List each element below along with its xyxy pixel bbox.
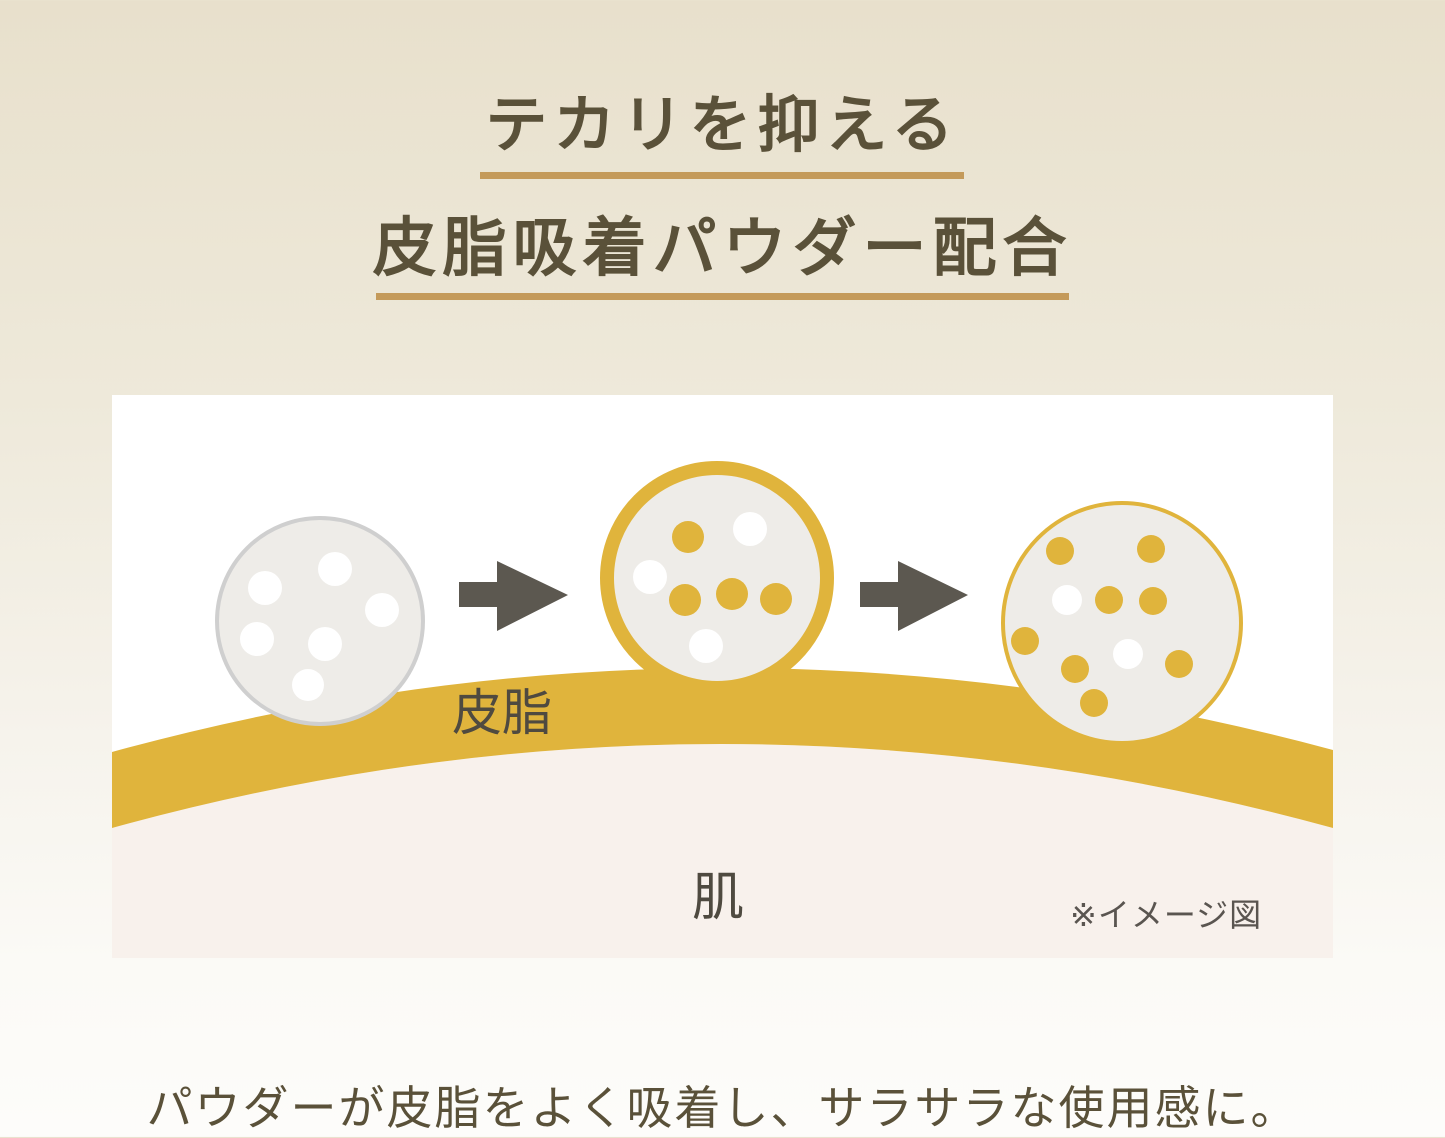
diagram-illustration [112, 461, 1333, 958]
headline-line-1: テカリを抑える [485, 88, 960, 161]
sebum-layer [112, 667, 1333, 828]
image-note: ※イメージ図 [1070, 896, 1263, 934]
headline-underline-2 [376, 293, 1069, 300]
headline-underline-1 [480, 172, 964, 179]
skin-layer [112, 744, 1333, 958]
powder-particle-absorbing [600, 461, 834, 695]
arrow-right-icon [860, 561, 968, 631]
powder-particle-before [215, 516, 425, 726]
caption-text: パウダーが皮脂をよく吸着し、サラサラな使用感に。 [146, 1081, 1299, 1135]
skin-label: 肌 [692, 868, 745, 928]
arrow-right-icon [459, 561, 568, 631]
headline-line-2: 皮脂吸着パウダー配合 [372, 212, 1073, 286]
sebum-label: 皮脂 [452, 684, 552, 742]
powder-particle-saturated [1001, 501, 1243, 745]
diagram-panel: 皮脂 肌 ※イメージ図 [112, 395, 1333, 958]
